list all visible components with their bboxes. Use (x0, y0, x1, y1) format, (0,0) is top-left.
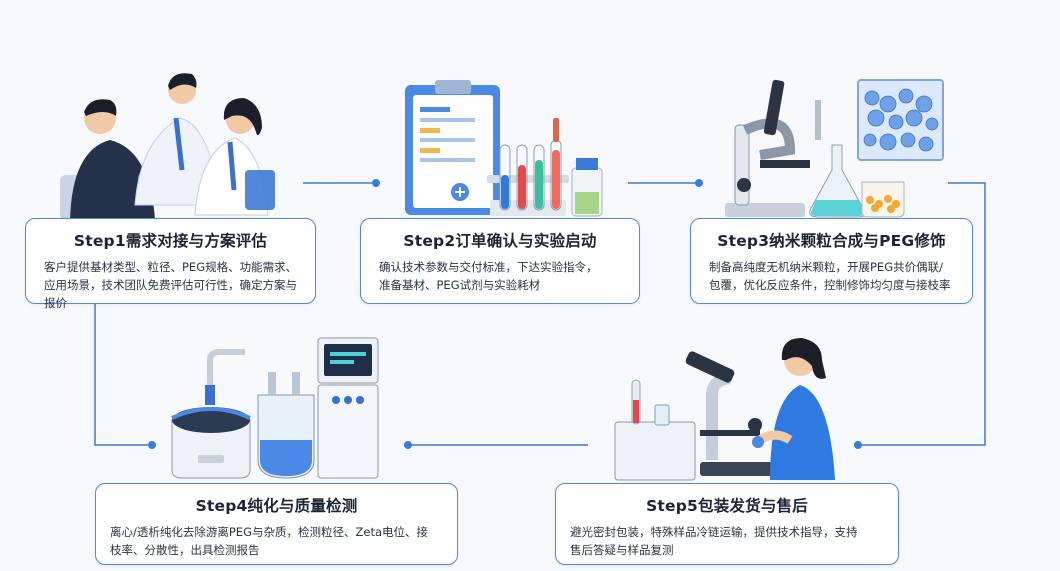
step1-title: Step1需求对接与方案评估 (73, 232, 268, 250)
connector-dot (148, 441, 156, 449)
step5-title: Step5包装发货与售后 (646, 497, 808, 515)
shipping-illustration (614, 338, 835, 481)
connector-3-5 (860, 182, 986, 446)
step3-card: Step3纳米颗粒合成与PEG修饰 制备高纯度无机纳米颗粒，开展PEG共价偶联/… (690, 218, 973, 304)
step2-title: Step2订单确认与实验启动 (403, 232, 597, 250)
step1-desc-line2: 应用场景，技术团队免费评估可行性，确定方案与报价 (44, 278, 297, 310)
connector-dot (695, 179, 703, 187)
step4-title: Step4纯化与质量检测 (195, 497, 358, 515)
step5-card: Step5包装发货与售后 避光密封包装，特殊样品冷链运输，提供技术指导，支持 售… (555, 483, 899, 565)
step4-desc-line2: 枝率、分散性，出具检测报告 (110, 543, 260, 557)
connector-dot (854, 441, 862, 449)
step4-desc-line1: 离心/透析纯化去除游离PEG与杂质，检测粒径、Zeta电位、接 (110, 525, 428, 539)
step2-desc-line2: 准备基材、PEG试剂与实验耗材 (379, 278, 541, 292)
step5-desc-line2: 售后答疑与样品复测 (570, 543, 674, 557)
consultation-illustration (60, 73, 275, 220)
step3-desc-line1: 制备高纯度无机纳米颗粒，开展PEG共价偶联/ (709, 260, 943, 274)
step5-desc-line1: 避光密封包装，特殊样品冷链运输，提供技术指导，支持 (570, 525, 858, 539)
step4-card: Step4纯化与质量检测 离心/透析纯化去除游离PEG与杂质，检测粒径、Zeta… (95, 483, 458, 565)
step1-desc-line1: 客户提供基材类型、粒径、PEG规格、功能需求、 (44, 260, 298, 274)
step2-desc-line1: 确认技术参数与交付标准，下达实验指令， (379, 260, 598, 274)
connector-dot (372, 179, 380, 187)
step1-card: Step1需求对接与方案评估 客户提供基材类型、粒径、PEG规格、功能需求、 应… (25, 218, 316, 310)
purification-illustration (171, 337, 379, 479)
step2-card: Step2订单确认与实验启动 确认技术参数与交付标准，下达实验指令， 准备基材、… (360, 218, 640, 304)
connector-dot (404, 441, 412, 449)
synthesis-illustration (725, 79, 944, 218)
step3-desc-line2: 包覆，优化反应条件，控制修饰均匀度与接枝率 (709, 278, 951, 292)
connector-1-4 (94, 304, 150, 446)
step3-title: Step3纳米颗粒合成与PEG修饰 (717, 232, 946, 250)
order-illustration (405, 80, 603, 217)
connector-lines (94, 182, 986, 446)
